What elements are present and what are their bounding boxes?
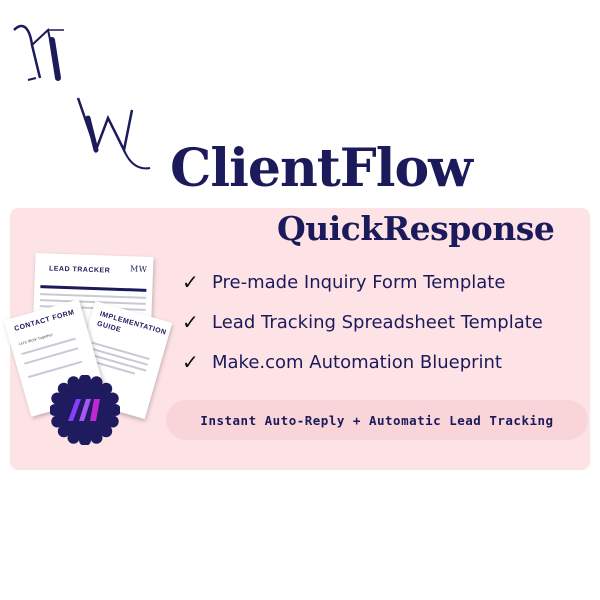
feature-label: Pre-made Inquiry Form Template [212,271,506,293]
checkmark-icon: ✓ [182,270,199,294]
mw-logo [0,0,170,180]
mw-monogram-icon [13,24,151,170]
checkmark-icon: ✓ [182,350,199,374]
tagline-pill: Instant Auto-Reply + Automatic Lead Trac… [166,400,588,440]
feature-label: Lead Tracking Spreadsheet Template [212,311,543,333]
checkmark-icon: ✓ [182,310,199,334]
feature-label: Make.com Automation Blueprint [212,351,502,373]
lead-tracker-mark: MW [129,264,148,274]
contact-form-title: CONTACT FORM [13,309,76,333]
feature-list: ✓ Pre-made Inquiry Form Template ✓ Lead … [182,262,582,382]
make-logo-icon [68,399,100,421]
feature-item: ✓ Make.com Automation Blueprint [182,342,582,382]
product-title: ClientFlow [170,138,473,199]
tagline-label: Instant Auto-Reply + Automatic Lead Trac… [200,412,554,428]
feature-item: ✓ Pre-made Inquiry Form Template [182,262,582,302]
lead-tracker-row [39,299,146,305]
lead-tracker-title: LEAD TRACKER [48,265,111,275]
feature-item: ✓ Lead Tracking Spreadsheet Template [182,302,582,342]
product-subtitle: QuickResponse [277,209,555,248]
lead-tracker-row [40,293,147,299]
make-badge [49,374,121,446]
lead-tracker-header-bar [40,285,147,292]
